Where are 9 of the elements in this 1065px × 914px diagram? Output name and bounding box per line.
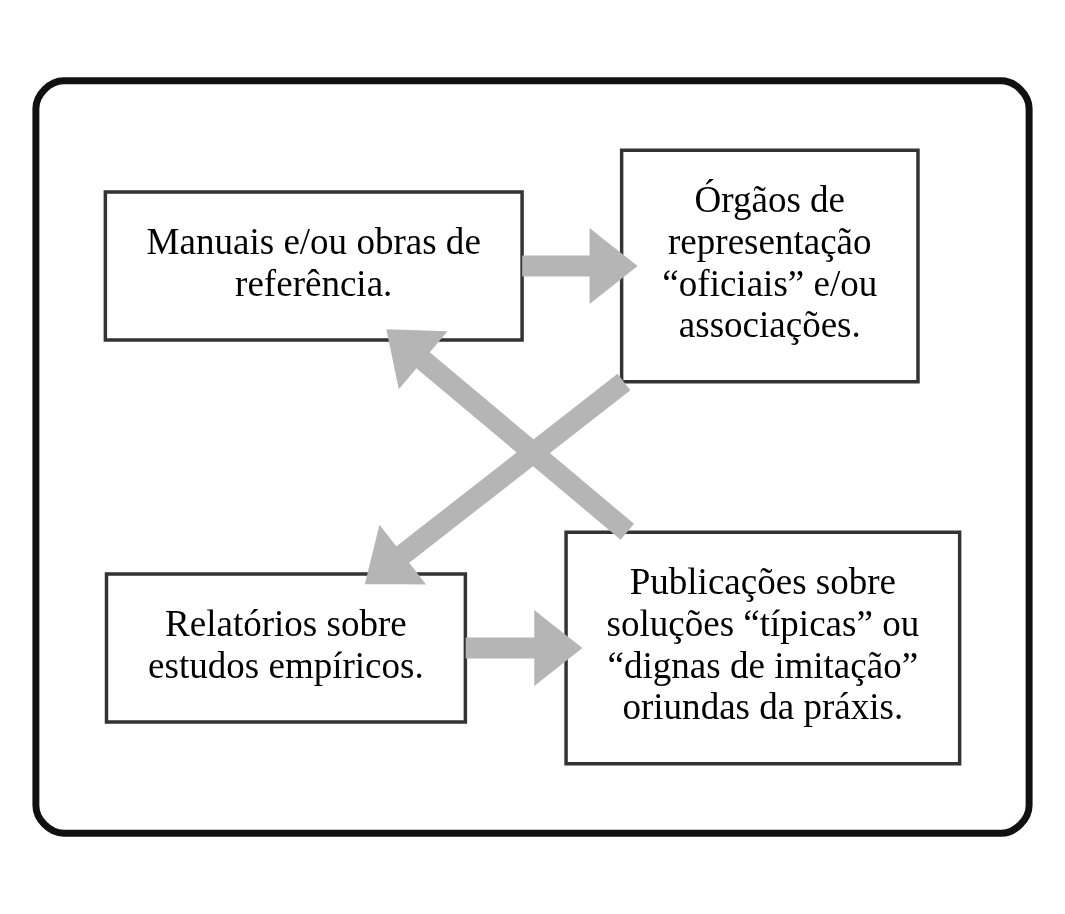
arrow <box>386 329 634 540</box>
arrow <box>364 373 631 585</box>
node-box: Relatórios sobre estudos empíricos. <box>104 572 468 724</box>
node-box: Publicações sobre soluções “típicas” ou “dignas de imitação” oriundas da práxis. <box>564 530 962 766</box>
node-box: Manuais e/ou obras de referência. <box>103 190 524 342</box>
arrow <box>465 610 583 686</box>
arrow <box>522 228 638 304</box>
node-box: Órgãos de representação “oficiais” e/ou associações. <box>619 148 920 384</box>
cluster <box>32 77 1033 837</box>
